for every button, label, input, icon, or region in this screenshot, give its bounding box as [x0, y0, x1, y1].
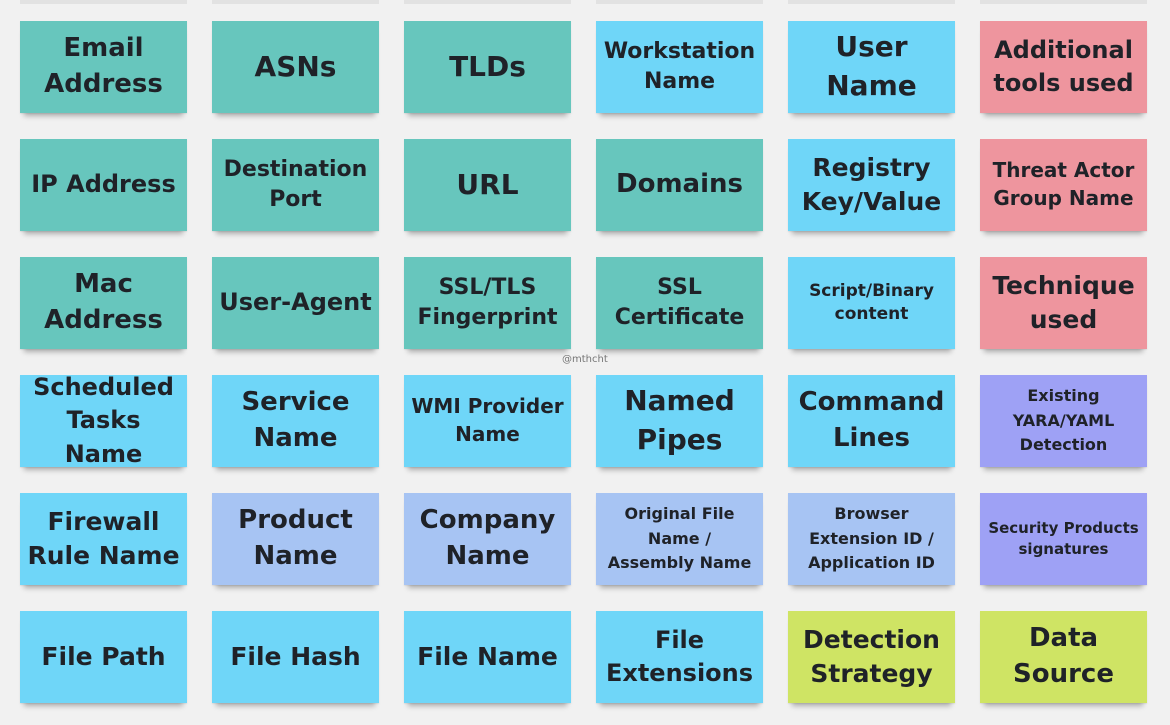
sticky-note[interactable]: SSL/TLS Fingerprint [404, 257, 571, 349]
sticky-note[interactable]: Threat Actor Group Name [980, 139, 1147, 231]
sticky-note-label: Workstation Name [603, 38, 756, 94]
sticky-note[interactable]: File Hash [212, 611, 379, 703]
sticky-note-label: URL [456, 167, 519, 201]
sticky-note-label: Technique used [992, 270, 1135, 335]
sticky-note-label: IP Address [31, 170, 176, 199]
sticky-note[interactable]: Scheduled Tasks Name [20, 373, 187, 468]
sticky-note[interactable]: SSL Certificate [596, 257, 763, 349]
sticky-note[interactable]: File Extensions [596, 611, 763, 703]
sticky-note-label: Named Pipes [624, 384, 735, 456]
sticky-note[interactable]: Technique used [980, 257, 1147, 349]
sticky-note[interactable]: Domains [596, 139, 763, 231]
sticky-note-label: Registry Key/Value [801, 152, 942, 217]
sticky-note-label: Firewall Rule Name [27, 506, 180, 571]
sticky-note[interactable]: File Path [20, 611, 187, 703]
sticky-note[interactable]: Destination Port [212, 139, 379, 231]
sticky-note[interactable]: Mac Address [20, 257, 187, 349]
partial-note-edge [788, 0, 955, 4]
sticky-note[interactable]: Service Name [212, 375, 379, 467]
sticky-note[interactable]: Workstation Name [596, 21, 763, 113]
sticky-note-label: WMI Provider Name [411, 394, 564, 446]
sticky-note-label: Threat Actor Group Name [992, 158, 1135, 210]
sticky-note[interactable]: File Name [404, 611, 571, 703]
sticky-note[interactable]: Original File Name / Assembly Name [596, 493, 763, 585]
sticky-note-label: Email Address [44, 33, 163, 99]
sticky-note[interactable]: Existing YARA/YAML Detection [980, 375, 1147, 467]
sticky-note-label: Scheduled Tasks Name [33, 373, 174, 468]
sticky-note-label: File Hash [230, 641, 361, 671]
sticky-note-label: Security Products signatures [988, 519, 1139, 558]
sticky-note[interactable]: Product Name [212, 493, 379, 585]
sticky-note-label: Additional tools used [993, 35, 1134, 97]
sticky-note[interactable]: Registry Key/Value [788, 139, 955, 231]
sticky-note-label: User Name [826, 30, 917, 102]
sticky-note[interactable]: TLDs [404, 21, 571, 113]
sticky-note[interactable]: Script/Binary content [788, 257, 955, 349]
sticky-note-label: Command Lines [798, 387, 945, 453]
sticky-note-label: Mac Address [44, 269, 163, 335]
sticky-note[interactable]: Data Source [980, 611, 1147, 703]
sticky-note[interactable]: Detection Strategy [788, 611, 955, 703]
sticky-note[interactable]: IP Address [20, 139, 187, 231]
sticky-note-label: Product Name [238, 505, 353, 571]
sticky-note[interactable]: Browser Extension ID / Application ID [788, 493, 955, 585]
sticky-note[interactable]: Command Lines [788, 375, 955, 467]
sticky-note-label: Destination Port [223, 156, 368, 212]
sticky-note-label: Script/Binary content [809, 280, 934, 324]
sticky-note[interactable]: Firewall Rule Name [20, 493, 187, 585]
sticky-note[interactable]: URL [404, 139, 571, 231]
sticky-note-label: File Path [41, 641, 166, 671]
partial-note-edge [212, 0, 379, 4]
sticky-note[interactable]: Email Address [20, 21, 187, 113]
sticky-note-label: Domains [616, 169, 743, 200]
sticky-note-label: Detection Strategy [803, 624, 940, 689]
sticky-note-label: User-Agent [219, 288, 372, 317]
partial-note-edge [404, 0, 571, 4]
sticky-note[interactable]: Named Pipes [596, 375, 763, 467]
sticky-note[interactable]: Security Products signatures [980, 493, 1147, 585]
sticky-note[interactable]: Company Name [404, 493, 571, 585]
sticky-note-label: Original File Name / Assembly Name [607, 503, 752, 573]
sticky-note-label: Company Name [419, 505, 556, 571]
sticky-note[interactable]: Additional tools used [980, 21, 1147, 113]
sticky-note[interactable]: User Name [788, 21, 955, 113]
sticky-note-label: File Name [417, 641, 558, 671]
sticky-note-label: ASNs [254, 49, 337, 83]
sticky-note[interactable]: WMI Provider Name [404, 375, 571, 467]
sticky-note-label: SSL Certificate [614, 274, 745, 330]
sticky-note-label: Data Source [1013, 623, 1114, 689]
sticky-note-label: SSL/TLS Fingerprint [417, 274, 558, 330]
partial-note-edge [980, 0, 1147, 4]
sticky-note-label: TLDs [449, 49, 526, 83]
partial-note-edge [596, 0, 763, 4]
sticky-note-label: Service Name [241, 387, 350, 453]
sticky-note-label: Existing YARA/YAML Detection [1012, 385, 1115, 455]
partial-note-edge [20, 0, 187, 4]
author-watermark: @mthcht [562, 354, 608, 365]
sticky-note[interactable]: User-Agent [212, 257, 379, 349]
sticky-note-label: Browser Extension ID / Application ID [808, 503, 935, 573]
sticky-note[interactable]: ASNs [212, 21, 379, 113]
sticky-note-label: File Extensions [605, 625, 754, 687]
